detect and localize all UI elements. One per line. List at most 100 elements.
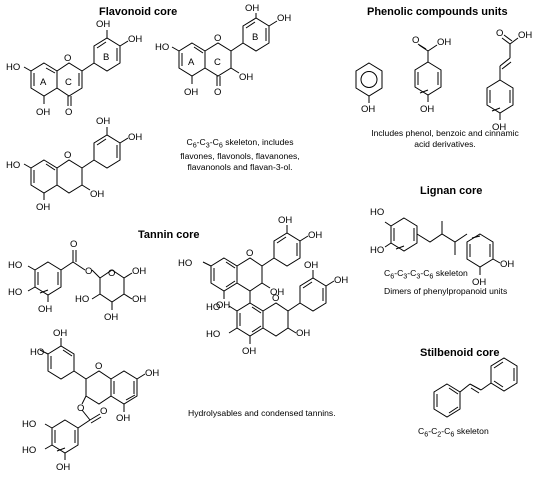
epicatechin-gallate-structure: HO OH O OH OH O O HO HO OH — [22, 328, 159, 473]
skeleton-c2: -C — [196, 137, 206, 147]
oh-label: OH — [56, 462, 70, 473]
ecg-ring-a — [110, 370, 138, 405]
oh-label: OH — [116, 413, 130, 424]
oh-label: OH — [132, 266, 146, 277]
dimer-lower-ring-b — [299, 277, 327, 312]
oh-label: OH — [308, 230, 322, 241]
atom-o: O — [95, 361, 102, 372]
ho-label: HO — [75, 294, 89, 305]
skeleton-c1: C — [384, 268, 391, 278]
benzoic-acid-structure: O OH OH — [412, 35, 451, 115]
oh-label: OH — [245, 3, 259, 14]
ho-label: HO — [6, 160, 20, 171]
oh-label: OH — [304, 260, 318, 271]
oh-label: OH — [145, 368, 159, 379]
skeleton-s3: 6 — [450, 430, 455, 439]
skeleton-s3: 6 — [218, 141, 223, 150]
atom-o: O — [412, 35, 419, 46]
oh-label: OH — [104, 312, 118, 323]
stilbene-ring-left — [433, 383, 461, 418]
skeleton-s2: 3 — [205, 141, 210, 150]
ring-label-b: B — [252, 32, 258, 43]
stilbene-structure — [433, 357, 518, 418]
procyanidin-dimer-structure: HO O OH OH OH OH HO HO O OH OH OH OH — [178, 215, 348, 357]
atom-o: O — [214, 33, 221, 44]
tannin-caption: Hydrolysables and condensed tannins. — [188, 408, 336, 418]
oh-label: OH — [361, 104, 375, 115]
oh-label: OH — [36, 202, 50, 213]
stilbenoid-title: Stilbenoid core — [420, 347, 500, 359]
lignan-ring-right — [466, 233, 494, 268]
oh-label: OH — [242, 346, 256, 357]
ho-label: HO — [206, 302, 220, 313]
ho-label: HO — [178, 258, 192, 269]
ring-label-a: A — [40, 77, 47, 88]
flavonoid-title: Flavonoid core — [99, 6, 178, 18]
dimer-lower-ring-a — [236, 302, 264, 337]
caption-text: skeleton — [435, 268, 468, 278]
oh-label: OH — [96, 116, 110, 127]
skeleton-c3: -C — [407, 268, 417, 278]
caption-text: skeleton, includes — [225, 137, 294, 147]
atom-o: O — [65, 107, 72, 118]
atom-o: O — [496, 28, 503, 39]
ho-label: HO — [370, 245, 384, 256]
atom-o: O — [85, 266, 92, 277]
phenolic-caption: Includes phenol, benzoic and cinnamic ac… — [345, 128, 545, 149]
oh-label: OH — [437, 37, 451, 48]
atom-o: O — [64, 53, 71, 64]
skeleton-c2: -C — [394, 268, 404, 278]
cinnamic-acid-structure: O OH OH — [486, 28, 532, 133]
skeleton-c4: -C — [420, 268, 430, 278]
oh-label: OH — [38, 304, 52, 315]
stilbenoid-caption: C6-C2-C6 skeleton — [418, 426, 489, 440]
flavonoid-caption-line-2: flavones, flavonols, flavanones, — [180, 151, 300, 162]
oh-label: OH — [216, 300, 230, 311]
oh-label: OH — [472, 277, 486, 288]
tannin-title: Tannin core — [138, 229, 200, 241]
ecg-ring-b — [47, 345, 75, 380]
oh-label: OH — [128, 34, 142, 45]
phenol-structure: OH — [355, 62, 383, 115]
ho-label: HO — [30, 347, 44, 358]
skeleton-c1: C — [418, 426, 425, 436]
skeleton-c1: C — [186, 137, 193, 147]
dimer-upper-ring-a — [210, 257, 238, 292]
ring-label-c: C — [65, 77, 72, 88]
ring-c-flavone — [56, 62, 83, 97]
skeleton-s4: 6 — [429, 272, 434, 281]
ho-label: HO — [370, 207, 384, 218]
oh-label: OH — [184, 87, 198, 98]
flavan-3-ol-structure: O OH OH OH HO OH — [6, 116, 142, 213]
oh-label: OH — [90, 189, 104, 200]
atom-o: O — [272, 293, 279, 304]
stilbene-ring-right — [490, 357, 518, 392]
oh-label: OH — [420, 104, 434, 115]
skeleton-s1: 6 — [424, 430, 429, 439]
ho-label: HO — [8, 260, 22, 271]
lignan-caption-line-2: Dimers of phenylpropanoid units — [384, 286, 508, 297]
oh-label: OH — [296, 328, 310, 339]
skeleton-s1: 6 — [390, 272, 395, 281]
atom-o: O — [100, 406, 107, 417]
ho-label: HO — [155, 42, 169, 53]
ring-label-a: A — [188, 57, 195, 68]
oh-label: OH — [500, 259, 514, 270]
oh-label: OH — [518, 30, 532, 41]
dimer-upper-ring-b — [273, 232, 301, 267]
skeleton-c2: -C — [428, 426, 438, 436]
oh-label: OH — [278, 215, 292, 226]
lignan-title: Lignan core — [420, 185, 483, 197]
flavonoid-caption-line-3: flavanonols and flavan-3-ol. — [187, 161, 293, 172]
atom-o: O — [108, 268, 115, 279]
phenolic-title: Phenolic compounds units — [367, 6, 508, 18]
flavonoid-caption-line-1: C6-C3-C6 skeleton, includes — [165, 137, 315, 151]
atom-o: O — [70, 239, 77, 250]
atom-o: O — [214, 87, 221, 98]
skeleton-c3: -C — [441, 426, 451, 436]
oh-label: OH — [132, 294, 146, 305]
caption-text: skeleton — [456, 426, 489, 436]
ho-label: HO — [206, 329, 220, 340]
